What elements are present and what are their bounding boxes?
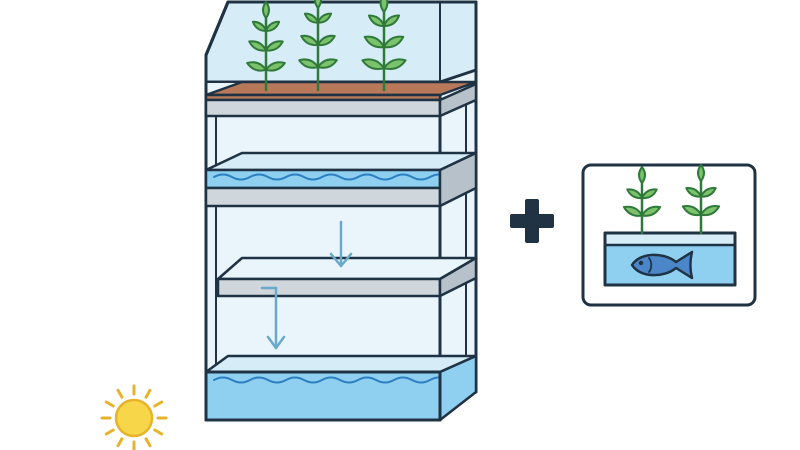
leaf	[298, 58, 319, 69]
leaf	[697, 164, 705, 182]
leaf	[641, 188, 658, 200]
leaf	[700, 187, 717, 198]
lower-shelf	[216, 256, 478, 298]
sun-ray	[144, 388, 152, 399]
upper-tray-wave	[213, 173, 449, 181]
leaf	[363, 35, 385, 49]
leaf	[700, 205, 721, 217]
sun-icon	[100, 384, 168, 450]
down-arrow-upper	[329, 220, 353, 268]
rack-roof-outline	[204, 0, 478, 84]
leaf	[317, 34, 336, 47]
soil-top	[204, 80, 478, 97]
inset-tank-top	[603, 231, 737, 247]
sun-ray	[153, 400, 164, 408]
leaf	[681, 205, 702, 217]
rack-roof	[204, 0, 478, 84]
down-arrow-lower	[260, 286, 286, 350]
fish-icon	[630, 250, 694, 280]
sun-ray	[116, 388, 124, 399]
aquaponics-inset	[581, 163, 757, 307]
leaf	[314, 0, 322, 9]
leaf	[300, 34, 319, 47]
seedling	[298, 0, 338, 92]
sun-ray	[144, 437, 152, 448]
sun-ray	[104, 428, 115, 436]
upper-tray-shelf-side	[438, 151, 478, 208]
leaf	[262, 1, 270, 19]
plant-tray-shelf-front	[204, 98, 442, 118]
leaf	[317, 12, 333, 24]
bottom-fish-tank	[204, 354, 478, 422]
sun-ray	[116, 437, 124, 448]
flow-arrows	[260, 220, 353, 350]
leaf	[626, 188, 643, 200]
tank-outline	[204, 370, 442, 422]
sun-ray	[153, 428, 164, 436]
seedling	[681, 164, 721, 235]
leaf	[685, 187, 702, 198]
tank-top	[204, 354, 478, 374]
lower-shelf-side	[438, 256, 478, 298]
plus-icon	[510, 199, 554, 243]
leaf	[265, 40, 284, 52]
leaf	[383, 58, 407, 71]
leaf	[367, 14, 385, 28]
tank-wave	[213, 376, 449, 384]
leaf	[251, 20, 267, 32]
leaf	[383, 35, 405, 49]
leaf	[361, 58, 385, 71]
leaf	[246, 61, 267, 72]
upper-water-tray	[204, 151, 478, 208]
leaf	[641, 205, 662, 217]
lower-shelf-top	[216, 256, 478, 281]
sun-ray	[104, 400, 115, 408]
leaf	[638, 166, 646, 184]
inset-tank-outline	[603, 231, 737, 287]
leaf	[379, 0, 389, 13]
leaf	[248, 40, 267, 52]
leaf	[303, 12, 319, 24]
leaf	[317, 58, 338, 69]
vertical-aquaponics-rack	[204, 0, 478, 422]
sun-core	[114, 398, 154, 438]
leaf	[265, 20, 281, 32]
upper-tray-top	[204, 151, 478, 172]
leaf	[622, 205, 643, 217]
lower-shelf-front	[216, 277, 442, 298]
leaf	[383, 14, 401, 28]
upper-tray-shelf-front	[204, 186, 442, 208]
plant-tray-shelf-side	[438, 82, 478, 118]
plant-tray	[204, 0, 478, 118]
seedling	[622, 166, 662, 235]
seedling	[246, 1, 286, 92]
seedling	[361, 0, 407, 92]
leaf	[265, 61, 286, 72]
